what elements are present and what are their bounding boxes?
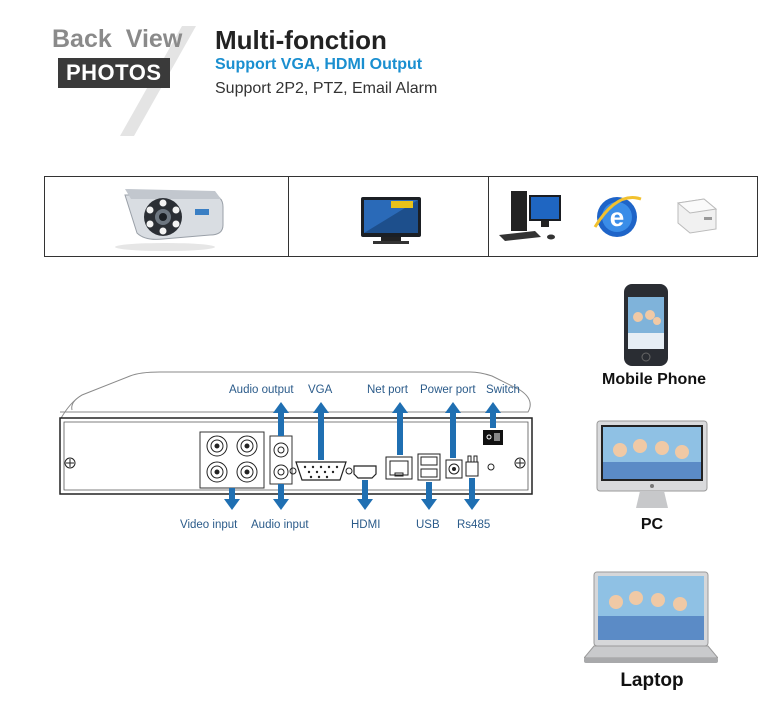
camera-cell [45, 177, 288, 256]
page-subtitle: Support VGA, HDMI Output [215, 56, 423, 73]
badge-back-view: Back View [52, 26, 182, 52]
label-mobile-phone: Mobile Phone [602, 371, 706, 388]
up-arrows [273, 402, 501, 460]
mobile-phone-icon [624, 284, 668, 366]
label-laptop: Laptop [620, 670, 684, 691]
label-rs485: Rs485 [457, 519, 491, 531]
desktop-computer-icon [499, 191, 561, 241]
vga-connector [289, 461, 353, 481]
net-port-connector [385, 456, 413, 480]
label-net-port: Net port [367, 384, 408, 396]
label-pc: PC [640, 516, 664, 533]
dvr-back-panel [59, 371, 533, 510]
svg-text:e: e [610, 202, 624, 232]
badge-word-back: Back [52, 25, 112, 53]
arrow-rs485 [464, 478, 480, 510]
arrow-hdmi [357, 480, 373, 510]
page-title: Multi-fonction [215, 25, 387, 55]
screw-right [514, 457, 526, 469]
arrow-net-port [392, 402, 408, 455]
label-audio-output: Audio output [229, 384, 294, 396]
label-usb: USB [416, 519, 440, 531]
monitor-icon [361, 197, 421, 244]
label-hdmi: HDMI [351, 519, 381, 531]
screw-left [64, 457, 76, 469]
indicator-hole [487, 463, 495, 471]
feature-line: Support 2P2, PTZ, Email Alarm [215, 80, 438, 97]
security-camera-icon [115, 189, 224, 251]
label-switch: Switch [486, 384, 520, 396]
arrow-audio-output [273, 402, 289, 436]
device-table: e [44, 176, 758, 257]
badge-word-view: View [125, 25, 183, 53]
arrow-vga [313, 402, 329, 460]
label-power-port: Power port [420, 384, 476, 396]
arrow-audio-input [273, 484, 289, 510]
router-icon [676, 198, 718, 234]
label-video-input: Video input [180, 519, 238, 531]
arrow-usb [421, 482, 437, 510]
network-devices-cell: e [488, 177, 757, 256]
laptop-icon [584, 571, 718, 663]
pc-icon [596, 420, 708, 508]
label-vga: VGA [308, 384, 333, 396]
power-switch [483, 430, 503, 445]
rs485-connector [465, 455, 479, 477]
internet-explorer-icon: e [593, 196, 642, 237]
badge-photos: PHOTOS [58, 58, 170, 88]
arrow-switch [485, 402, 501, 428]
power-port-connector [445, 459, 463, 479]
arrow-video-input [224, 488, 240, 510]
arrow-power-port [445, 402, 461, 458]
hdmi-connector [353, 465, 377, 479]
monitor-cell [288, 177, 488, 256]
usb-connectors [417, 453, 441, 481]
label-audio-input: Audio input [251, 519, 309, 531]
down-arrows [224, 478, 480, 510]
